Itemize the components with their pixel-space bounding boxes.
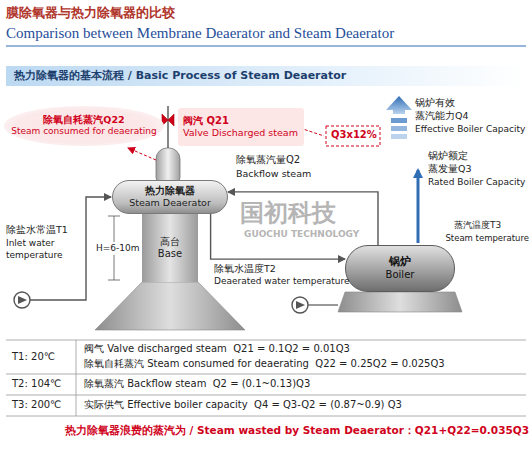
cloud-node: 除氧自耗蒸汽Q22Steam consumed for deaerating <box>4 106 164 146</box>
annotation: 除盐水常温T1 <box>6 224 68 235</box>
table-rule <box>76 340 77 416</box>
annotation: H=6-10m <box>94 242 142 255</box>
annotation: 蒸汽温度T3 <box>454 220 501 231</box>
feed-pump-pipe <box>308 304 338 305</box>
table-cell: T2: 104℃ <box>12 378 61 390</box>
table-cell: T1: 20℃ <box>12 351 55 363</box>
annotation: Inlet water <box>6 238 54 249</box>
node-text: 除氧自耗蒸汽Q22 <box>43 114 124 126</box>
rated-capacity-arrow <box>417 170 420 243</box>
band-node: 热力除氧器的基本流程 / Basic Process of Steam Deae… <box>6 66 526 86</box>
feed-pump <box>292 297 308 313</box>
annotation: 蒸发量Q3 <box>428 163 472 174</box>
table-cell: 阀气 Valve discharged steam Q21 = 0.1Q2 = … <box>84 343 350 355</box>
capacity-stack <box>391 126 407 131</box>
node-text: Steam Deaerator <box>129 197 211 209</box>
capacity-stack <box>391 118 407 123</box>
height-tick <box>108 280 120 281</box>
table-rule <box>6 416 526 417</box>
node-text: Base <box>158 248 182 261</box>
height-tick <box>108 216 120 217</box>
title-rule <box>6 46 526 47</box>
q22-steam-arrow <box>128 148 156 160</box>
table-cell: T3: 200℃ <box>12 399 61 411</box>
watermark: 国初科技 <box>240 199 336 228</box>
annotation: 锅炉额定 <box>428 150 468 161</box>
annotation: Backflow steam <box>236 168 311 179</box>
boiler-node: 锅炉Boiler <box>345 245 455 292</box>
node-text: Valve Discharged steam <box>183 127 298 139</box>
annotation: 除氧蒸汽量Q2 <box>236 154 300 166</box>
annotation: Q3x12% <box>331 129 377 141</box>
pillar-node: 高台Base <box>142 214 198 282</box>
annotation: Comparison between Membrane Deaerator an… <box>6 24 394 42</box>
table-rule <box>6 395 526 396</box>
node-text: 高台 <box>160 236 180 249</box>
table-rule <box>6 340 526 341</box>
tank-node: 热力除氧器Steam Deaerator <box>112 180 228 214</box>
capacity-stack <box>386 96 412 114</box>
annotation: temperature <box>6 250 63 261</box>
vent-pipe <box>167 106 168 148</box>
inlet-pump <box>14 292 30 308</box>
node-text: 热力除氧器 <box>145 185 195 198</box>
q3-percent-box <box>326 126 380 146</box>
feed-pump-mark <box>296 301 305 309</box>
pinkbox-node: 阀汽 Q21Valve Discharged steam <box>178 108 304 146</box>
base-platform <box>95 282 245 330</box>
page-title: 膜除氧器与热力除氧器的比较 <box>6 4 175 22</box>
node-text: Boiler <box>386 269 415 282</box>
annotation: Deaerated water temperature <box>214 276 349 287</box>
node-text: 阀汽 Q21 <box>183 115 229 128</box>
node-text: 锅炉 <box>389 255 411 269</box>
boiler-platform <box>338 292 462 312</box>
annotation: Effective Boiler Capacity <box>415 124 525 135</box>
annotation: 锅炉有效 <box>415 97 455 108</box>
annotation: 除氧水温度T2 <box>214 263 276 274</box>
watermark: GUOCHU TECHNOLOGY <box>244 229 359 240</box>
annotation: Steam temperature <box>445 233 529 243</box>
node-text: Steam consumed for deaerating <box>11 126 157 137</box>
capacity-stack <box>391 134 407 139</box>
table-cell: 除氧自耗蒸汽 Steam consumed for deaerating Q22… <box>84 358 445 370</box>
node-text: 热力除氧器的基本流程 / Basic Process of Steam Deae… <box>14 69 346 83</box>
inlet-pump-mark <box>18 296 27 304</box>
table-rule <box>6 374 526 375</box>
annotation: 蒸汽能力Q4 <box>415 110 469 121</box>
table-cell: 实际供气 Effective boiler capacity Q4 = Q3-Q… <box>84 399 402 411</box>
table-cell: 除氧蒸汽 Backflow steam Q2 = (0.1~0.13)Q3 <box>84 378 310 390</box>
pipe-connector <box>228 192 378 245</box>
annotation: Rated Boiler Capacity <box>428 177 525 188</box>
annotation: 热力除氧器浪费的蒸汽为 / Steam wasted by Steam Deae… <box>65 424 529 437</box>
